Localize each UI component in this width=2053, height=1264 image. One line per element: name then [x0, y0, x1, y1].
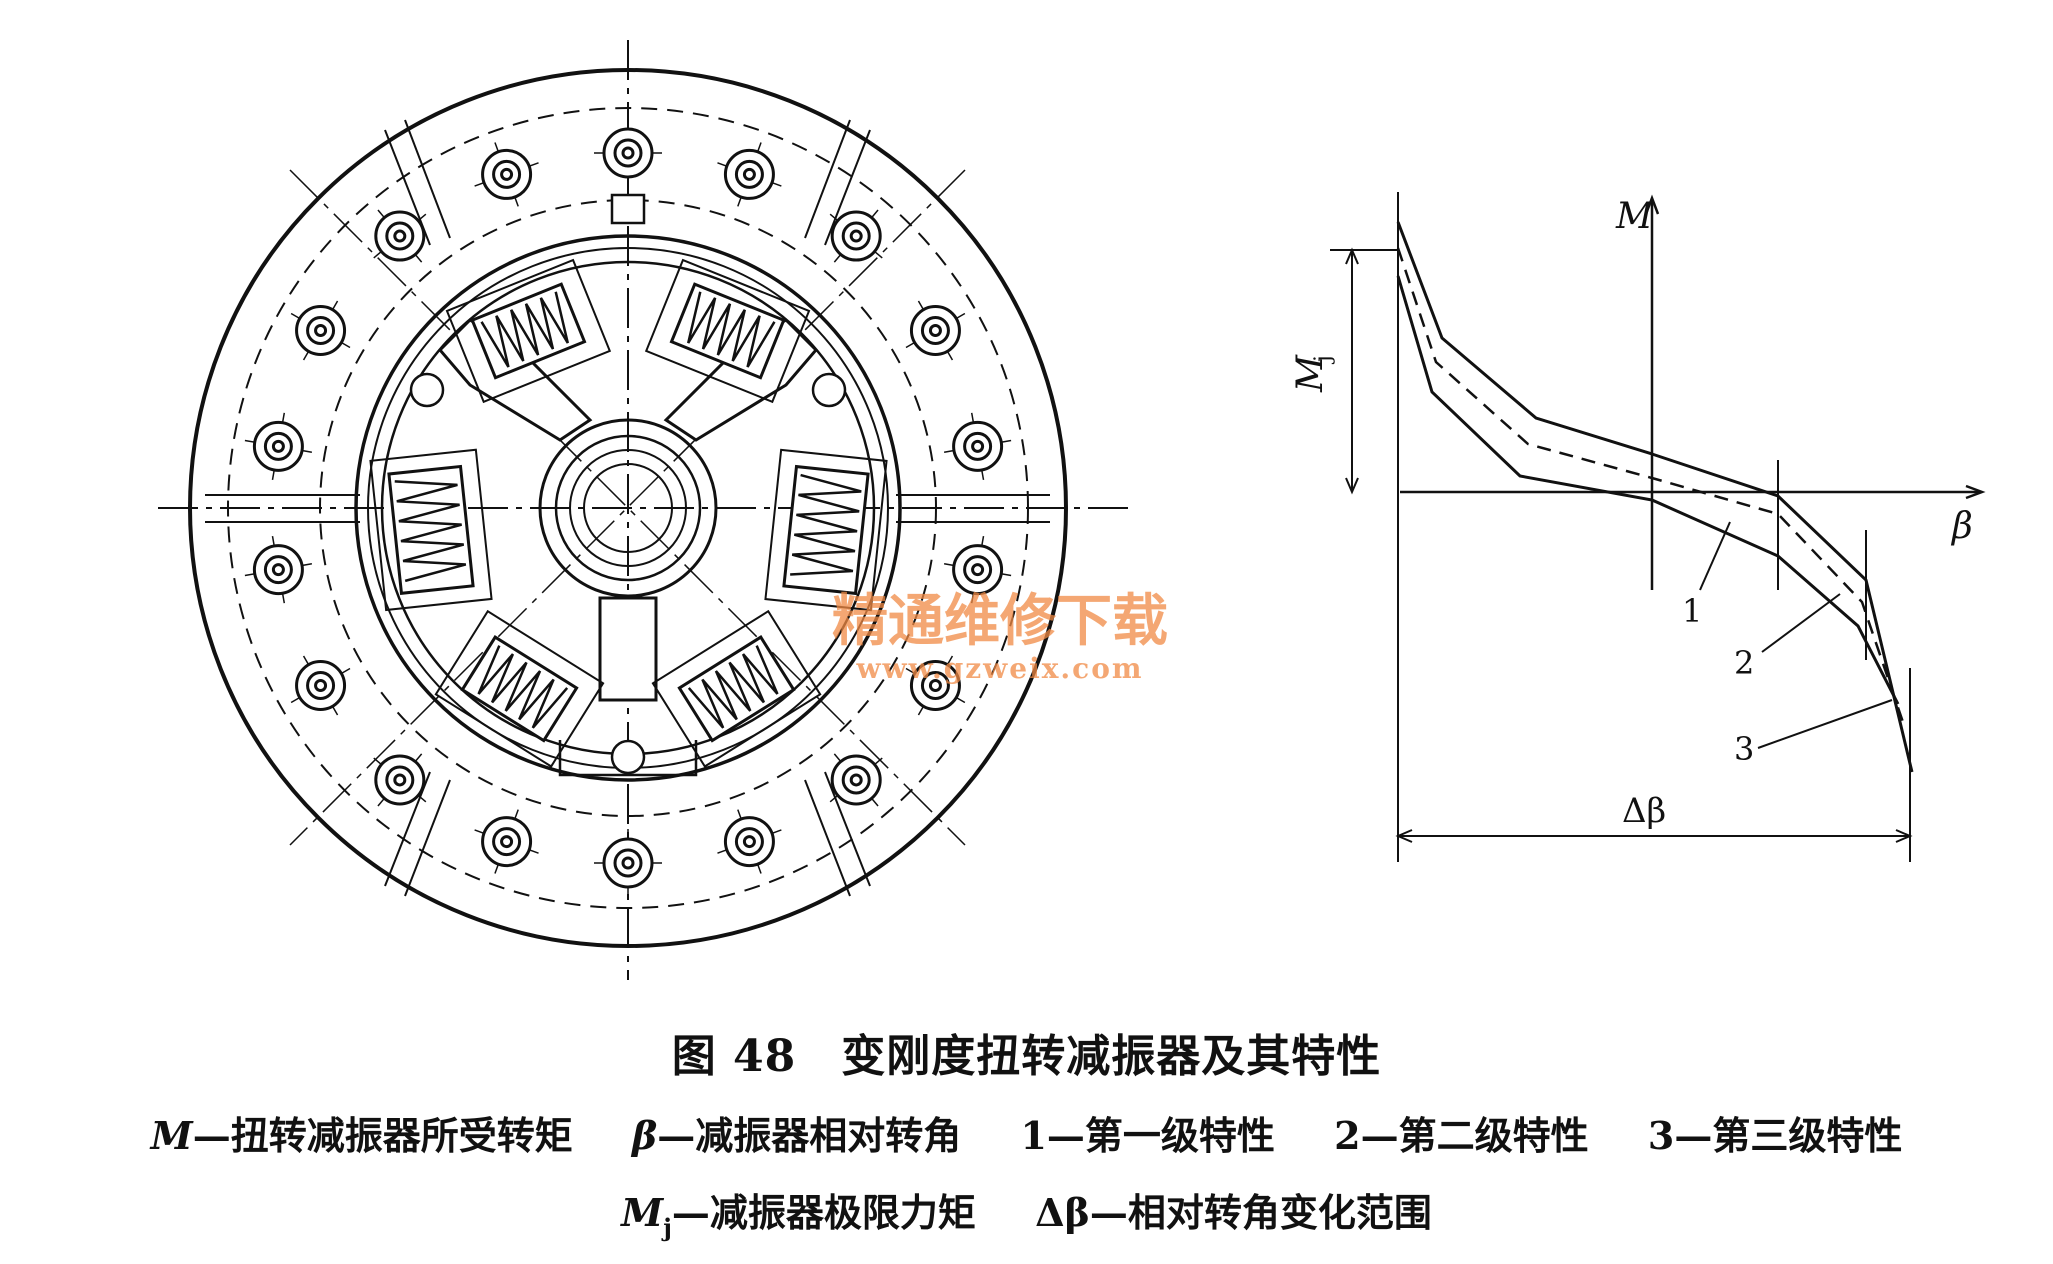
legend-item-delta-beta: Δβ—相对转角变化范围: [1035, 1190, 1432, 1235]
legend-item-beta: β—减振器相对转角: [631, 1113, 962, 1158]
watermark: 精通维修下载 www.gzweix.com: [832, 588, 1168, 685]
rivet: [290, 655, 351, 716]
curve-label-1: 1: [1682, 592, 1702, 630]
watermark-url: www.gzweix.com: [855, 652, 1143, 685]
legend-line-2: Mj—减振器极限力矩 Δβ—相对转角变化范围: [0, 1182, 2053, 1242]
legend-item-M: M—扭转减振器所受转矩: [150, 1113, 573, 1158]
rivet: [943, 536, 1012, 604]
torsional-damper-drawing: [158, 40, 1130, 980]
legend-item-1: 1—第一级特性: [1020, 1113, 1275, 1158]
m-axis-label: M: [1615, 196, 1654, 237]
legend-line-1: M—扭转减振器所受转矩 β—减振器相对转角 1—第一级特性 2—第二级特性 3—…: [0, 1105, 2053, 1160]
rivet: [244, 536, 313, 604]
rivet: [373, 753, 427, 807]
mj-label: M j: [1290, 354, 1336, 393]
rivet: [594, 829, 662, 897]
rivet: [943, 412, 1012, 480]
rivet: [373, 209, 427, 263]
svg-text:j: j: [1311, 355, 1336, 365]
legend-item-3: 3—第三级特性: [1647, 1113, 1903, 1158]
curve-upper: [1396, 221, 1914, 773]
rivet: [829, 209, 883, 263]
svg-text:M: M: [1290, 354, 1331, 393]
rivet: [244, 412, 313, 480]
rivet: [829, 753, 883, 807]
delta-beta-label: Δβ: [1622, 791, 1666, 831]
curve-label-2: 2: [1734, 644, 1754, 682]
legend-item-2: 2—第二级特性: [1334, 1113, 1589, 1158]
rivet: [474, 809, 539, 874]
beta-axis-label: β: [1950, 506, 1973, 547]
rivet: [717, 142, 782, 207]
rivet: [905, 655, 966, 716]
curve-dashed: [1396, 247, 1907, 729]
rivet: [717, 809, 782, 874]
watermark-cn: 精通维修下载: [832, 588, 1168, 654]
legend-item-Mj: Mj—减振器极限力矩: [621, 1190, 976, 1242]
curve-lower: [1396, 275, 1900, 705]
rivet: [290, 300, 351, 361]
curve-label-3: 3: [1734, 730, 1754, 768]
figure-title: 图 48 变刚度扭转减振器及其特性: [671, 1031, 1382, 1082]
rivet: [905, 300, 966, 361]
rivet: [594, 119, 662, 187]
characteristic-chart: M β M j 1 2 3 Δβ: [1290, 192, 1986, 862]
rivet: [474, 142, 539, 207]
